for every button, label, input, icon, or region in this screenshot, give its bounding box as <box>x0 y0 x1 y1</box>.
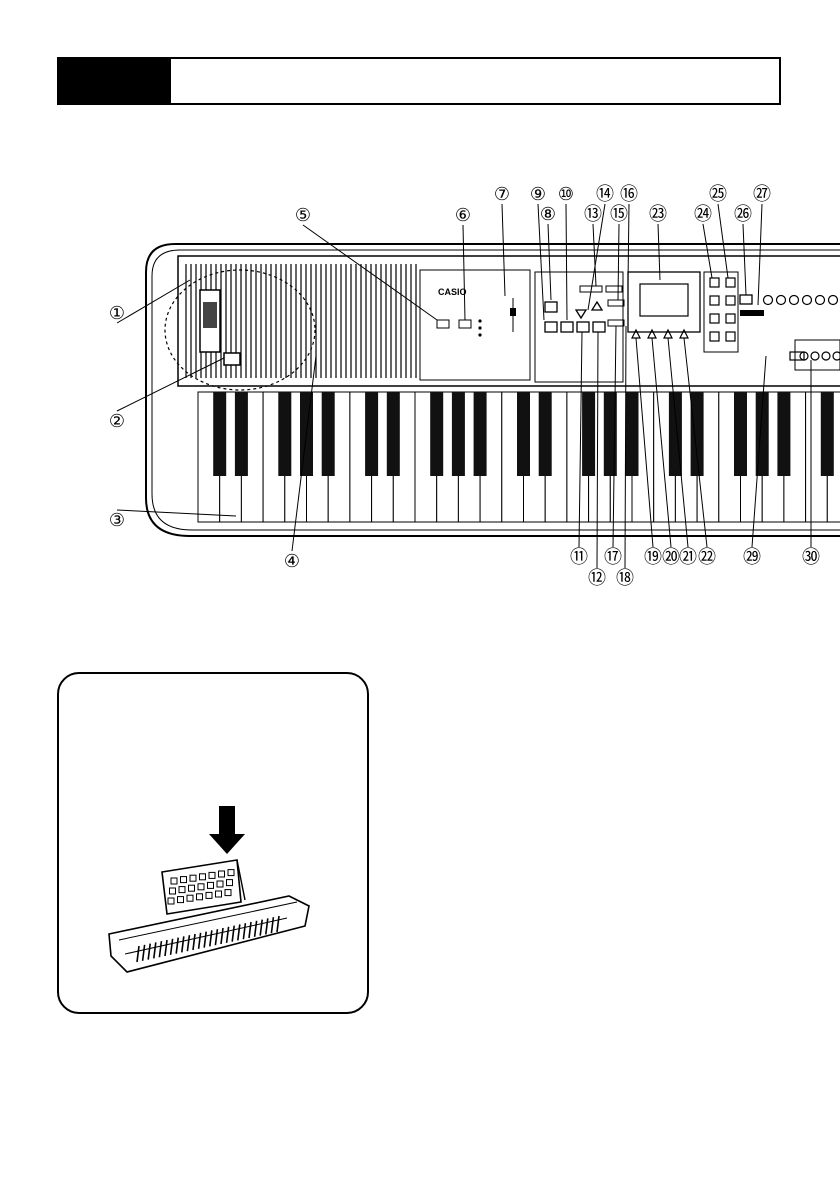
keyboard-body-inner-outline <box>151 249 840 531</box>
section-header-block <box>59 59 171 103</box>
callout-21: ㉑ <box>679 547 697 568</box>
black-key <box>777 392 791 476</box>
keyboard-sketch-body <box>108 895 310 973</box>
callout-19: ⑲ <box>644 547 662 568</box>
section-header-bar <box>57 57 781 105</box>
keyboard-body-outline <box>145 243 840 537</box>
callout-11: ⑪ <box>570 547 588 568</box>
callout-16: ⑯ <box>620 184 638 205</box>
volume-slider-knob <box>203 302 217 328</box>
black-key <box>473 392 487 476</box>
rhythm-button-row <box>762 294 839 306</box>
callout-26: ㉖ <box>734 204 752 225</box>
callout-leader-lines <box>116 203 812 569</box>
callout-1: ① <box>109 303 125 324</box>
callout-20: ⑳ <box>662 547 680 568</box>
black-key <box>734 392 747 476</box>
keyboard-sketch-keys <box>136 915 280 963</box>
black-key <box>386 392 400 476</box>
brand-logo: CASIO <box>438 287 467 297</box>
lcd-display <box>639 283 689 317</box>
black-key <box>690 392 704 476</box>
black-key <box>668 392 682 476</box>
black-key <box>278 392 292 476</box>
callout-29: ㉙ <box>743 547 761 568</box>
callout-7: ⑦ <box>494 184 510 205</box>
callout-15: ⑮ <box>610 204 628 225</box>
black-key <box>582 392 596 476</box>
music-stand-inset <box>57 672 369 1014</box>
callout-14: ⑭ <box>596 184 614 205</box>
callout-24: ㉔ <box>694 204 712 225</box>
callout-17: ⑰ <box>604 547 622 568</box>
chord-button-row <box>799 351 840 361</box>
black-key <box>603 392 617 476</box>
callout-5: ⑤ <box>295 205 311 226</box>
black-key <box>625 392 639 476</box>
mode-button-panel <box>534 271 624 383</box>
black-key <box>365 392 379 476</box>
callout-13: ⑬ <box>584 204 602 225</box>
callout-6: ⑥ <box>455 205 471 226</box>
callout-23: ㉓ <box>649 204 667 225</box>
power-switch <box>223 352 241 366</box>
black-key <box>820 392 834 476</box>
black-key <box>213 392 227 476</box>
callout-8: ⑧ <box>540 204 556 225</box>
callout-30: ㉚ <box>802 547 820 568</box>
callout-3: ③ <box>109 510 125 531</box>
black-key <box>430 392 444 476</box>
music-stand-notes <box>167 869 235 905</box>
black-key <box>234 392 248 476</box>
down-arrow-icon <box>209 806 245 854</box>
callout-2: ② <box>109 411 125 432</box>
callout-22: ㉒ <box>698 547 716 568</box>
callout-12: ⑫ <box>588 568 606 589</box>
callout-25: ㉕ <box>709 184 727 205</box>
panel-button-5 <box>436 319 450 329</box>
music-stand-illustration <box>108 806 310 973</box>
black-key <box>321 392 335 476</box>
callout-9: ⑨ <box>530 184 546 205</box>
music-stand <box>161 859 242 915</box>
black-key <box>517 392 530 476</box>
black-key <box>538 392 552 476</box>
detail-circle <box>164 269 316 391</box>
callout-4: ④ <box>284 551 300 572</box>
callout-10: ⑩ <box>558 184 574 205</box>
brand-panel <box>419 269 531 381</box>
black-key <box>451 392 465 476</box>
callout-27: ㉗ <box>753 184 771 205</box>
callout-18: ⑱ <box>616 568 634 589</box>
number-pad <box>703 271 739 353</box>
